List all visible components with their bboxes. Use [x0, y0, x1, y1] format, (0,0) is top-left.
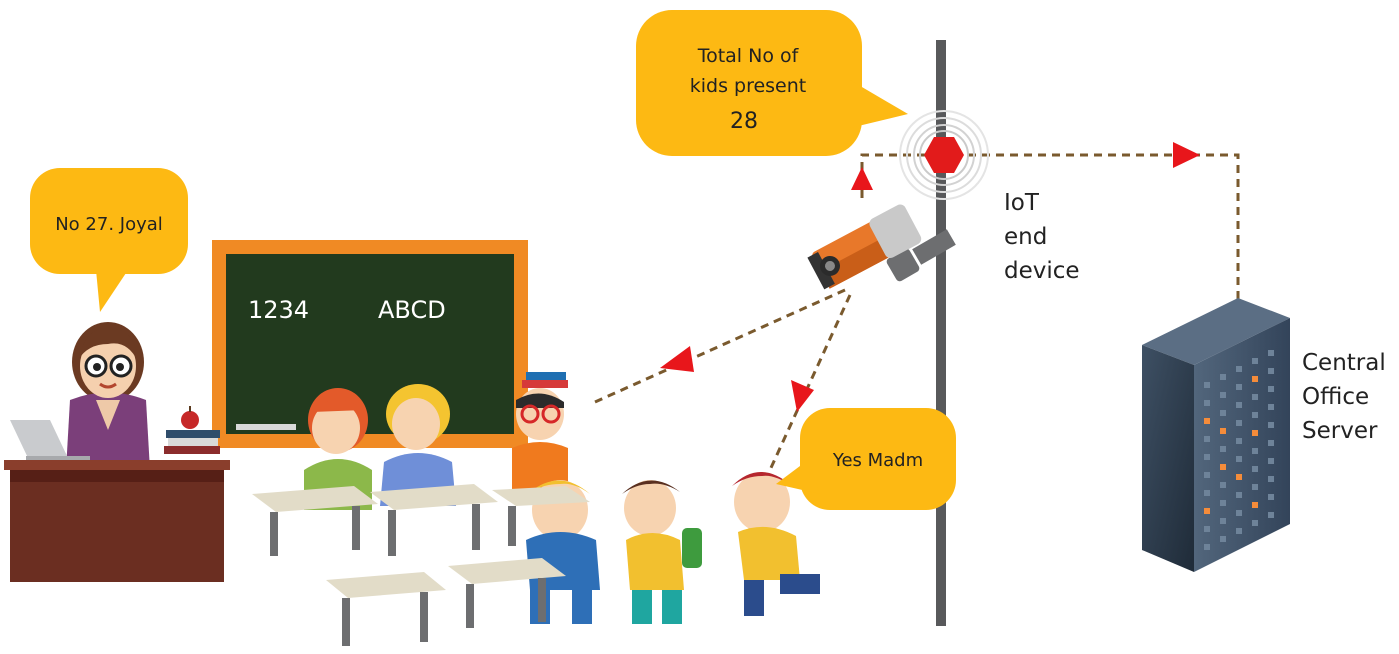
student-bubble: Yes Madm [776, 408, 956, 510]
student-figure [622, 480, 702, 624]
iot-label-line-1: IoT [1004, 190, 1040, 216]
server-light [1204, 382, 1210, 388]
school-desk [252, 486, 378, 556]
server-light [1236, 384, 1242, 390]
server-light [1268, 350, 1274, 356]
teacher-bubble-text: No 27. Joyal [55, 214, 163, 235]
blackboard-letters: ABCD [378, 296, 446, 324]
server-label-line-3: Server [1302, 418, 1378, 444]
server-light [1236, 492, 1242, 498]
laptop-icon [10, 420, 90, 462]
server-light [1204, 418, 1210, 424]
server-light [1268, 494, 1274, 500]
teacher-figure [66, 322, 150, 470]
school-desk [448, 558, 566, 628]
sensor-icon [899, 110, 989, 200]
iot-label-line-2: end [1004, 224, 1047, 250]
server-light [1236, 528, 1242, 534]
server-light [1236, 366, 1242, 372]
server-light [1220, 464, 1226, 470]
server-light [1268, 458, 1274, 464]
server-light [1236, 456, 1242, 462]
blackboard-numbers: 1234 [248, 296, 309, 324]
server-light [1252, 394, 1258, 400]
student-figure [732, 472, 820, 616]
server-light [1220, 428, 1226, 434]
server-light [1204, 400, 1210, 406]
server-light [1204, 526, 1210, 532]
server-light [1252, 358, 1258, 364]
sensor-to-server-line [940, 153, 1240, 300]
teacher-bubble: No 27. Joyal [30, 168, 188, 312]
server-light [1236, 474, 1242, 480]
server-light [1268, 404, 1274, 410]
arrows [660, 142, 1200, 412]
server-light [1252, 520, 1258, 526]
server-light [1252, 412, 1258, 418]
school-desk [492, 486, 590, 546]
server-light [1204, 490, 1210, 496]
camera-bubble-count: 28 [730, 109, 758, 134]
server-light [1220, 374, 1226, 380]
teacher-desk [4, 460, 230, 582]
server-light [1220, 392, 1226, 398]
camera-bubble-line-2: kids present [690, 75, 807, 97]
camera-to-students-line-1 [594, 288, 846, 404]
iot-label-line-3: device [1004, 258, 1080, 284]
student-figure [512, 372, 568, 490]
server-light [1236, 402, 1242, 408]
camera-bubble-line-1: Total No of [697, 45, 800, 67]
school-desk [370, 484, 498, 556]
server-light [1268, 422, 1274, 428]
pole [936, 40, 946, 626]
server-light [1268, 512, 1274, 518]
server-light [1220, 500, 1226, 506]
server-light [1252, 502, 1258, 508]
apple-icon [181, 406, 199, 429]
server-light [1204, 508, 1210, 514]
camera-bubble: Total No of kids present 28 [636, 10, 908, 156]
server-light [1220, 410, 1226, 416]
arrow-right-icon [1173, 142, 1200, 168]
arrow-down-icon [791, 380, 814, 412]
server-light [1220, 518, 1226, 524]
server-light [1252, 376, 1258, 382]
server-light [1268, 476, 1274, 482]
server-light [1252, 448, 1258, 454]
server-light [1204, 454, 1210, 460]
server-light [1268, 386, 1274, 392]
server-label-line-1: Central [1302, 350, 1386, 376]
camera-icon [807, 204, 956, 290]
server-light [1236, 510, 1242, 516]
server-light [1204, 436, 1210, 442]
books-icon [164, 430, 220, 454]
server-light [1220, 482, 1226, 488]
server-light [1252, 430, 1258, 436]
server-lights [1204, 350, 1274, 550]
server-light [1236, 438, 1242, 444]
server-light [1268, 368, 1274, 374]
blackboard [212, 240, 528, 448]
server-light [1252, 466, 1258, 472]
server-light [1268, 440, 1274, 446]
server-light [1220, 446, 1226, 452]
student-bubble-text: Yes Madm [832, 450, 923, 471]
school-desk [326, 572, 446, 646]
arrow-up-icon [851, 167, 873, 190]
server-light [1220, 536, 1226, 542]
server-label-line-2: Office [1302, 384, 1369, 410]
arrow-left-icon [660, 346, 694, 372]
server-light [1204, 544, 1210, 550]
server-light [1236, 420, 1242, 426]
camera-to-students-line-2 [768, 294, 852, 471]
server-icon [1142, 298, 1290, 572]
server-light [1252, 484, 1258, 490]
server-light [1204, 472, 1210, 478]
